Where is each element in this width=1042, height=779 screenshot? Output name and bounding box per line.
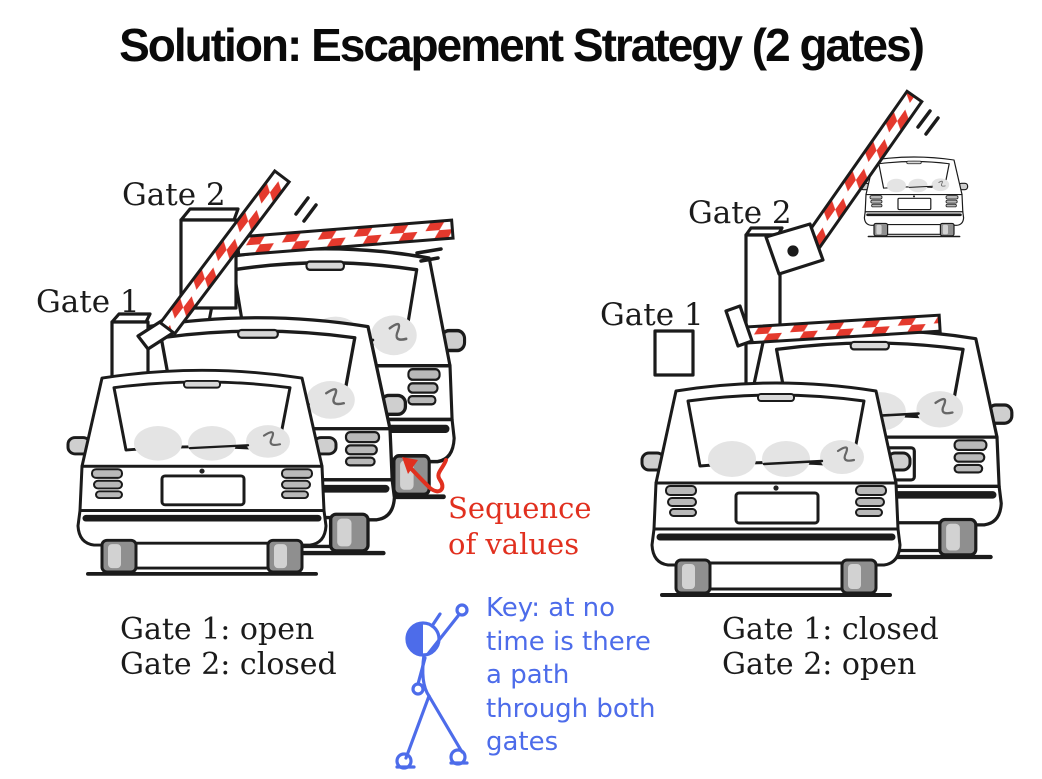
sequence-line-1: Sequence <box>448 491 592 525</box>
key-note-line-3: a path <box>486 660 570 690</box>
stick-figure-icon <box>395 603 469 770</box>
left-gate2-label: Gate 2 <box>122 177 226 213</box>
left-status-line-1: Gate 1: open <box>120 612 315 647</box>
left-gate1-arm-raised <box>158 168 292 336</box>
right-gate1-post <box>653 304 754 377</box>
car <box>642 383 910 595</box>
right-status-line-2: Gate 2: open <box>722 647 917 682</box>
right-scene-illustration: Gate 2 Gate 1 <box>600 89 1042 602</box>
key-note-line-5: gates <box>486 727 559 757</box>
motion-dashes-icon <box>415 247 443 263</box>
slide-title: Solution: Escapement Strategy (2 gates) <box>119 19 925 71</box>
left-scene-illustration: Gate 2 Gate 1 <box>36 168 520 602</box>
key-note-line-4: through both <box>486 693 656 724</box>
car <box>68 370 336 574</box>
key-note-annotation: Key: at no time is there a path through … <box>486 592 656 760</box>
sequence-line-2: of values <box>448 527 580 561</box>
motion-slashes-icon <box>916 109 940 136</box>
key-note-line-2: time is there <box>486 626 651 657</box>
motion-slashes-icon <box>294 196 318 223</box>
left-status-line-2: Gate 2: closed <box>120 647 337 682</box>
right-status-line-1: Gate 1: closed <box>722 612 939 647</box>
left-gate-status: Gate 1: open Gate 2: closed <box>120 612 337 682</box>
right-gate2-label: Gate 2 <box>688 195 792 231</box>
right-gate2-pivot <box>764 222 825 276</box>
sequence-annotation: Sequence of values <box>448 490 592 562</box>
right-gate-status: Gate 1: closed Gate 2: open <box>722 612 939 682</box>
sequence-arrow-icon <box>402 457 448 494</box>
key-note-line-1: Key: at no <box>486 593 616 623</box>
right-gate1-label: Gate 1 <box>600 297 704 333</box>
